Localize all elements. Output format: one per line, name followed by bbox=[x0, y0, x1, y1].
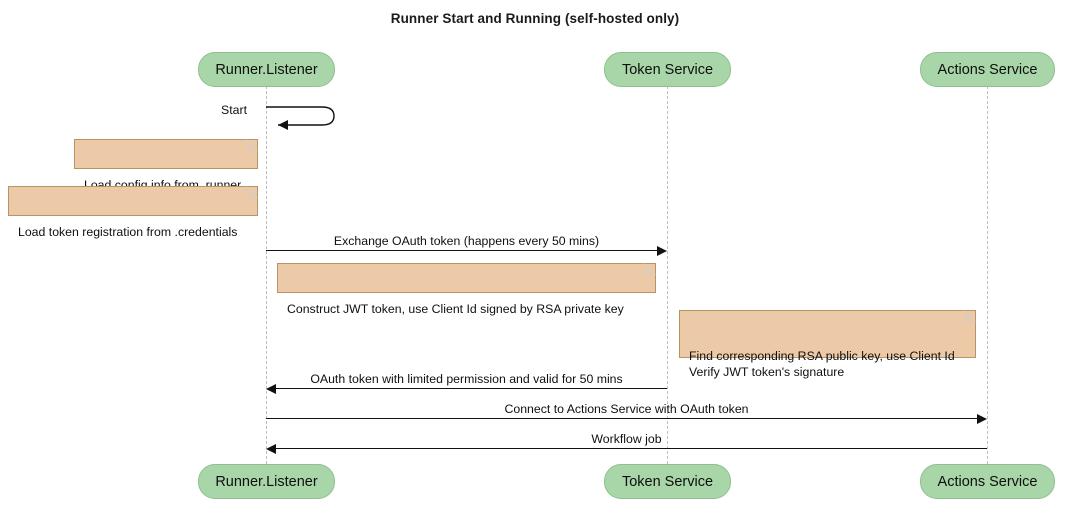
participant-actions-label-top: Actions Service bbox=[937, 61, 1038, 78]
message-arrowhead-exchange bbox=[657, 245, 667, 256]
participant-token-bottom[interactable]: Token Service bbox=[604, 464, 731, 499]
note-fold-icon bbox=[246, 139, 258, 151]
message-line-connect bbox=[266, 418, 978, 419]
message-label-exchange: Exchange OAuth token (happens every 50 m… bbox=[333, 234, 600, 248]
message-label-connect: Connect to Actions Service with OAuth to… bbox=[504, 402, 749, 416]
lifeline-actions bbox=[987, 86, 988, 464]
note-fold-icon bbox=[644, 263, 656, 275]
message-arrowhead-connect bbox=[977, 413, 987, 424]
message-line-oauth-token bbox=[276, 388, 667, 389]
message-arrowhead-oauth-token bbox=[266, 383, 276, 394]
participant-token-label-top: Token Service bbox=[621, 61, 714, 78]
participant-actions-bottom[interactable]: Actions Service bbox=[920, 464, 1055, 499]
message-label-workflow: Workflow job bbox=[591, 432, 662, 446]
message-arrowhead-workflow bbox=[266, 443, 276, 454]
participant-actions-label-bottom: Actions Service bbox=[937, 473, 1038, 490]
lifeline-runner bbox=[266, 86, 267, 464]
lifeline-token bbox=[667, 86, 668, 464]
participant-runner-label-top: Runner.Listener bbox=[215, 61, 318, 78]
message-label-start: Start bbox=[221, 103, 247, 117]
message-start-selfloop bbox=[266, 104, 346, 139]
participant-runner-bottom[interactable]: Runner.Listener bbox=[198, 464, 335, 499]
note-load-credentials: Load token registration from .credential… bbox=[8, 186, 258, 239]
note-load-config: Load config info from .runner bbox=[74, 139, 258, 192]
note-fold-icon bbox=[246, 186, 258, 198]
participant-token-top[interactable]: Token Service bbox=[604, 52, 731, 87]
diagram-title: Runner Start and Running (self-hosted on… bbox=[390, 11, 680, 26]
message-label-oauth-token: OAuth token with limited permission and … bbox=[310, 372, 623, 386]
note-verify-jwt: Find corresponding RSA public key, use C… bbox=[679, 310, 976, 379]
note-construct-jwt: Construct JWT token, use Client Id signe… bbox=[277, 263, 656, 316]
participant-token-label-bottom: Token Service bbox=[621, 473, 714, 490]
message-line-workflow bbox=[276, 448, 987, 449]
note-construct-jwt-text: Construct JWT token, use Client Id signe… bbox=[287, 302, 624, 316]
note-verify-jwt-text: Find corresponding RSA public key, use C… bbox=[689, 349, 955, 379]
note-load-credentials-text: Load token registration from .credential… bbox=[18, 225, 238, 239]
note-fold-icon bbox=[964, 310, 976, 322]
participant-runner-top[interactable]: Runner.Listener bbox=[198, 52, 335, 87]
message-line-exchange bbox=[266, 250, 658, 251]
participant-runner-label-bottom: Runner.Listener bbox=[215, 473, 318, 490]
self-loop-icon bbox=[266, 106, 335, 130]
participant-actions-top[interactable]: Actions Service bbox=[920, 52, 1055, 87]
